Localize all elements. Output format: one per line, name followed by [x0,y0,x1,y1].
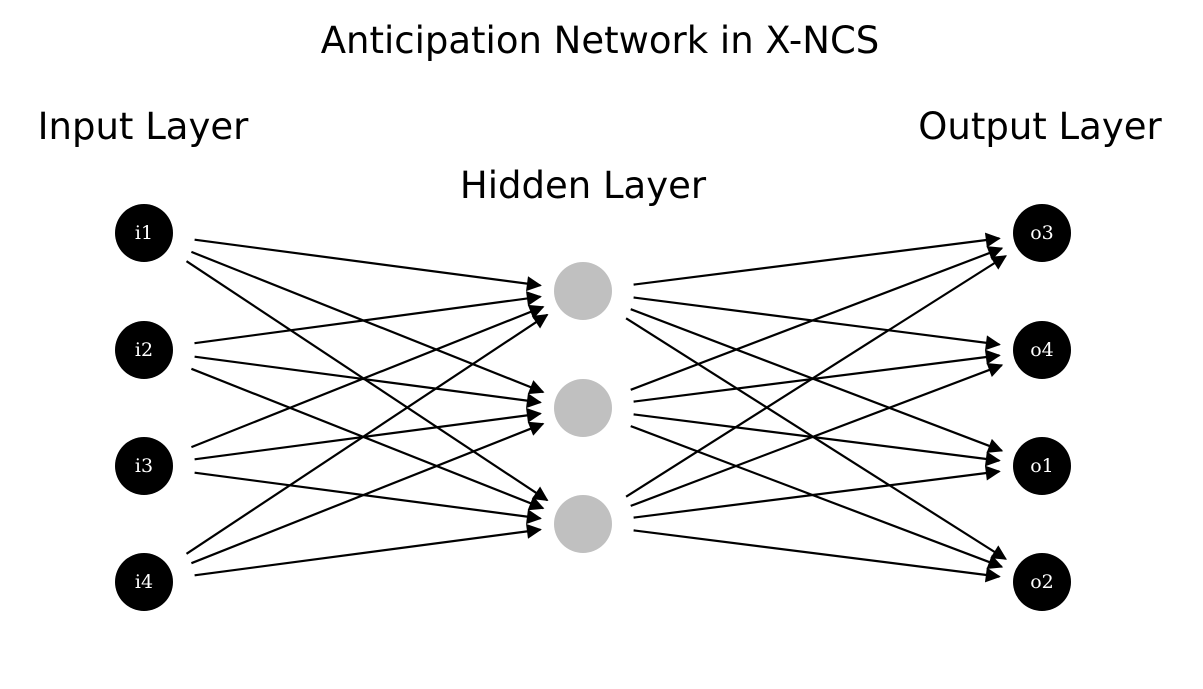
output-node-o4-label: o4 [1030,339,1054,361]
edge-i2-h2 [194,355,542,409]
output-node-o2 [1013,553,1071,611]
edge-i4-h1 [185,313,549,555]
connections [185,232,1007,583]
input-node-i2-label: i2 [135,339,153,361]
hidden-node-3 [554,495,612,553]
edge-i3-h2 [194,407,542,461]
input-node-i4-label: i4 [135,571,153,593]
hidden-node-2 [554,379,612,437]
edge-h3-o3 [625,255,1007,498]
edge-h3-o2 [633,529,1001,583]
output-layer-label: Output Layer [918,105,1162,148]
edge-i3-h3 [194,471,542,525]
edge-h1-o4 [633,296,1001,351]
edge-i2-h3 [190,367,545,511]
edge-h2-o2 [630,425,1004,570]
edge-h1-o2 [625,317,1007,560]
edge-i1-h1 [194,238,542,292]
input-layer-label: Input Layer [38,105,250,148]
edge-i1-h2 [190,250,545,395]
output-node-o2-label: o2 [1030,571,1054,593]
edge-h1-o1 [630,308,1004,453]
edge-h2-o3 [630,246,1004,391]
diagram-title: Anticipation Network in X-NCS [321,19,880,62]
input-node-i1-label: i1 [135,222,153,244]
edge-i4-h2 [190,421,545,565]
output-node-o3-label: o3 [1030,222,1054,244]
output-node-o3 [1013,204,1071,262]
output-node-o4 [1013,321,1071,379]
edge-h1-o3 [633,232,1001,286]
nodes: i1 i2 i3 i4 o3 o4 o1 o2 [115,204,1071,611]
input-node-i3-label: i3 [135,455,153,477]
input-node-i3 [115,437,173,495]
edge-h3-o1 [633,465,1001,519]
input-node-i1 [115,204,173,262]
output-node-o1-label: o1 [1030,455,1054,477]
edge-i2-h1 [194,291,542,345]
edge-h3-o4 [630,362,1004,507]
input-node-i2 [115,321,173,379]
edge-i3-h1 [190,304,545,449]
output-node-o1 [1013,437,1071,495]
edge-i1-h3 [185,260,549,502]
edge-h2-o4 [633,349,1001,403]
input-node-i4 [115,553,173,611]
edge-h2-o1 [633,413,1001,467]
edge-i4-h3 [194,523,542,577]
hidden-node-1 [554,262,612,320]
hidden-layer-label: Hidden Layer [460,164,707,207]
